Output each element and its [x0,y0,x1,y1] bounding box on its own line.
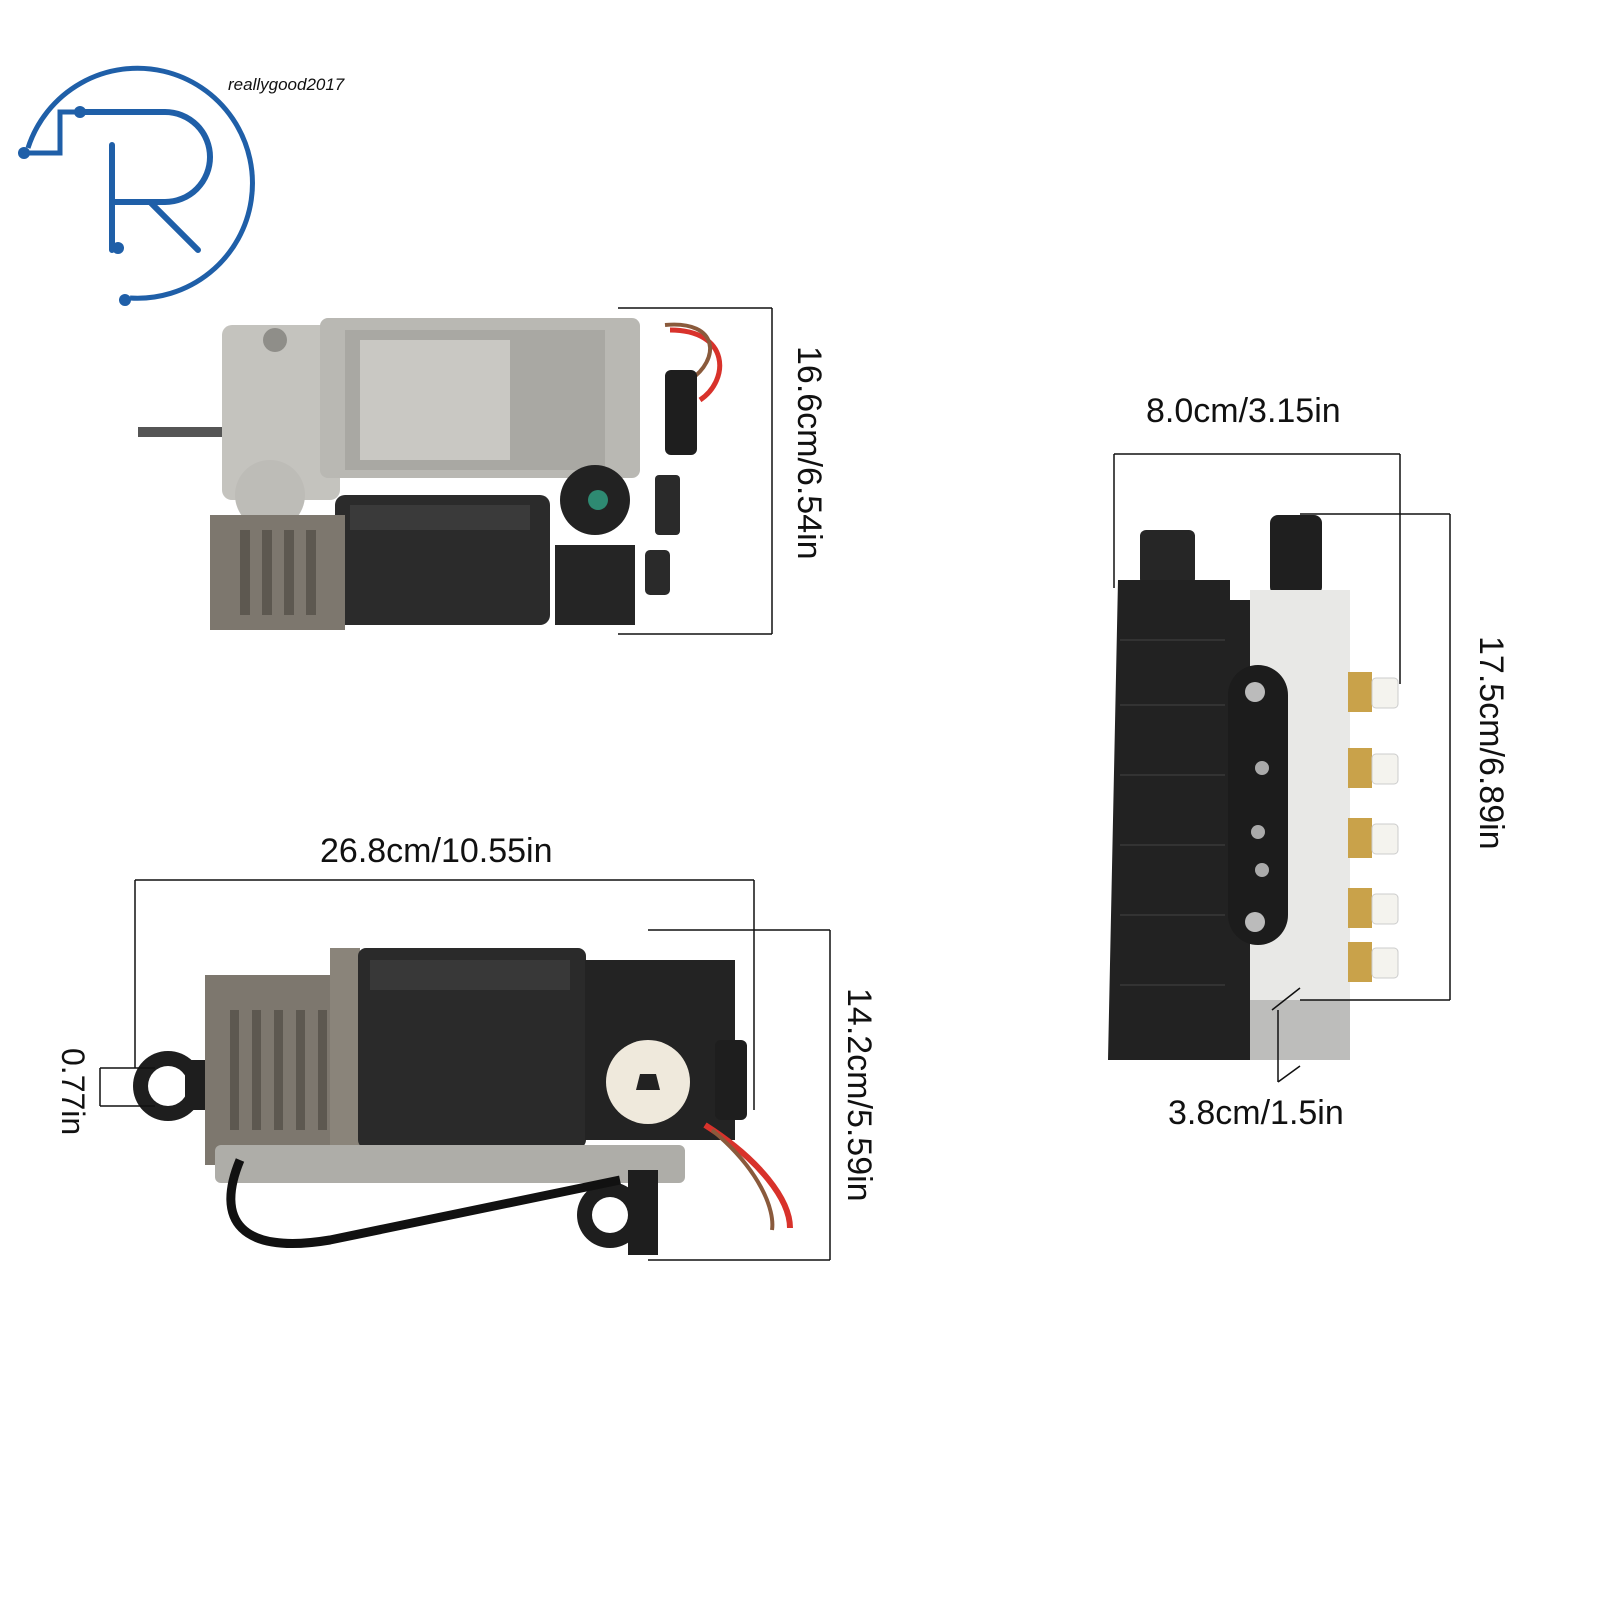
logo-node-icon [119,294,131,306]
bottom-compressor-height-label: 14.2cm/5.59in [840,988,878,1202]
brand-logo: reallygood2017 [18,65,345,306]
watermark-text: reallygood2017 [228,75,345,94]
valve-block-depth-dimension [1271,987,1301,1083]
bottom-compressor-photo [133,948,793,1255]
bracket-hole-label: 0.77in [55,1048,91,1135]
logo-circuit-icon [24,109,80,156]
valve-block-depth-label: 3.8cm/1.5in [1168,1094,1344,1132]
valve-block-width-label: 8.0cm/3.15in [1146,392,1341,430]
valve-block-height-dimension [1300,513,1451,1001]
bracket-hole-dimension [99,1067,155,1107]
bottom-compressor-length-label: 26.8cm/10.55in [320,832,553,870]
top-compressor-photo [138,318,723,630]
valve-block-height-label: 17.5cm/6.89in [1472,636,1510,850]
valve-fittings [1348,672,1399,982]
top-compressor-height-dimension [618,307,773,635]
valve-block-photo [1108,515,1399,1060]
bottom-compressor-height-dimension [648,929,831,1261]
logo-ring-icon [25,65,255,301]
bottom-compressor-length-dimension [134,879,755,1110]
logo-r-letter-icon [77,109,213,253]
top-compressor-height-label: 16.6cm/6.54in [790,346,828,560]
valve-block-width-dimension [1113,453,1401,684]
